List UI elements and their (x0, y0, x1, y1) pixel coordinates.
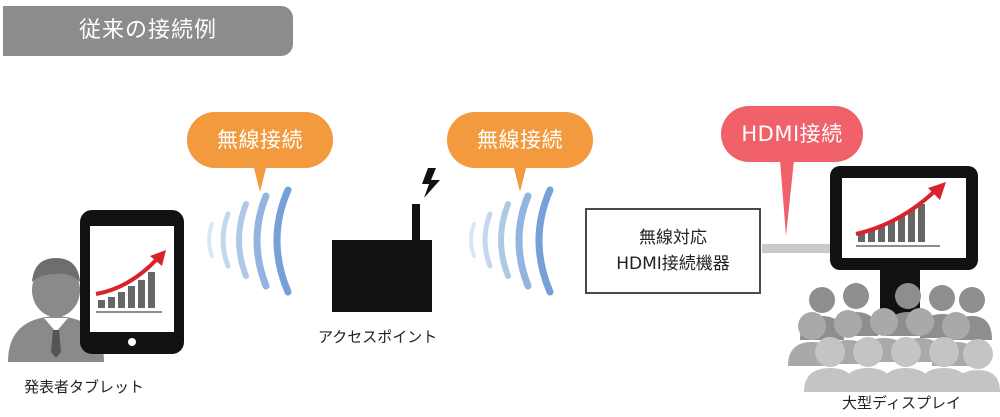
large-display-label: 大型ディスプレイ (842, 394, 961, 412)
bubble-tail-wireless-left (254, 168, 266, 192)
hdmi-device-line2: HDMI接続機器 (616, 254, 730, 274)
bubble-wireless-left: 無線接続 (187, 112, 333, 168)
presenter-tablet-label: 発表者タブレット (24, 378, 145, 396)
audience-icon (788, 283, 1000, 392)
lightning-icon (422, 168, 440, 198)
bubble-tail-hdmi (780, 160, 794, 236)
section-title: 従来の接続例 (3, 6, 293, 56)
hdmi-device-line1: 無線対応 (639, 228, 707, 248)
bubble-hdmi: HDMI接続 (721, 106, 863, 162)
wifi-wave-icon (469, 186, 554, 296)
access-point-label: アクセスポイント (318, 328, 438, 346)
bubble-tail-wireless-right (514, 168, 526, 192)
hdmi-cable (762, 244, 834, 253)
chart-arrow-icon (95, 250, 166, 313)
router-icon (332, 204, 432, 312)
bubble-wireless-right: 無線接続 (447, 112, 593, 168)
hdmi-device-box: 無線対応 HDMI接続機器 (585, 208, 761, 294)
wifi-wave-icon (207, 186, 292, 296)
